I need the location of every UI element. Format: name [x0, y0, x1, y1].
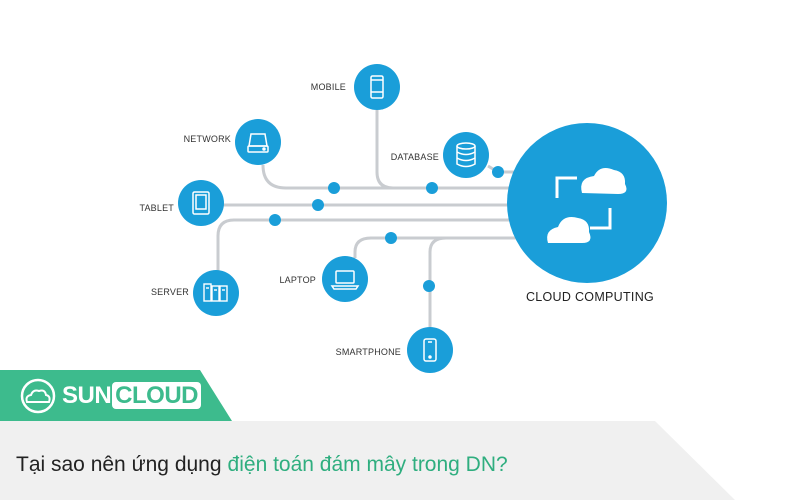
node-label-server: SERVER	[151, 287, 189, 297]
connector-server	[216, 218, 525, 272]
junction-dot	[385, 232, 397, 244]
headline-part2: điện toán đám mây trong DN?	[227, 453, 508, 476]
node-network	[235, 119, 281, 165]
suncloud-logo-icon	[20, 378, 56, 414]
hub-label: CLOUD COMPUTING	[526, 290, 654, 304]
connector-network	[261, 164, 520, 190]
node-label-smartphone: SMARTPHONE	[336, 347, 401, 357]
node-laptop	[322, 256, 368, 302]
headline-banner	[0, 421, 800, 500]
connector-lines	[216, 110, 525, 327]
laptop-icon	[330, 270, 360, 290]
node-label-mobile: MOBILE	[311, 82, 346, 92]
node-server	[193, 270, 239, 316]
cloud-computing-hub	[507, 123, 667, 283]
node-label-database: DATABASE	[391, 152, 439, 162]
brand-logo-sun: SUN	[62, 382, 112, 409]
node-label-network: NETWORK	[184, 134, 231, 144]
junction-dot	[426, 182, 438, 194]
junction-dot	[492, 166, 504, 178]
headline-part1: Tại sao nên ứng dụng	[16, 453, 222, 476]
connector-laptop	[353, 236, 525, 258]
junction-dot	[269, 214, 281, 226]
junction-dot	[423, 280, 435, 292]
node-database	[443, 132, 489, 178]
node-mobile	[354, 64, 400, 110]
mobile-phone-icon	[370, 75, 384, 99]
database-icon	[456, 142, 476, 168]
junction-dot	[312, 199, 324, 211]
node-tablet	[178, 180, 224, 226]
tablet-icon	[192, 191, 210, 215]
brand-logo-cloud: CLOUD	[112, 382, 201, 409]
node-label-tablet: TABLET	[139, 203, 174, 213]
server-rack-icon	[203, 283, 228, 302]
junction-dot	[328, 182, 340, 194]
connector-smartphone	[428, 236, 447, 327]
cloud-icon	[547, 168, 627, 243]
node-smartphone	[407, 327, 453, 373]
node-label-laptop: LAPTOP	[279, 275, 316, 285]
smartphone-icon	[423, 338, 437, 362]
network-drive-icon	[247, 133, 269, 153]
junction-dots	[269, 166, 504, 292]
